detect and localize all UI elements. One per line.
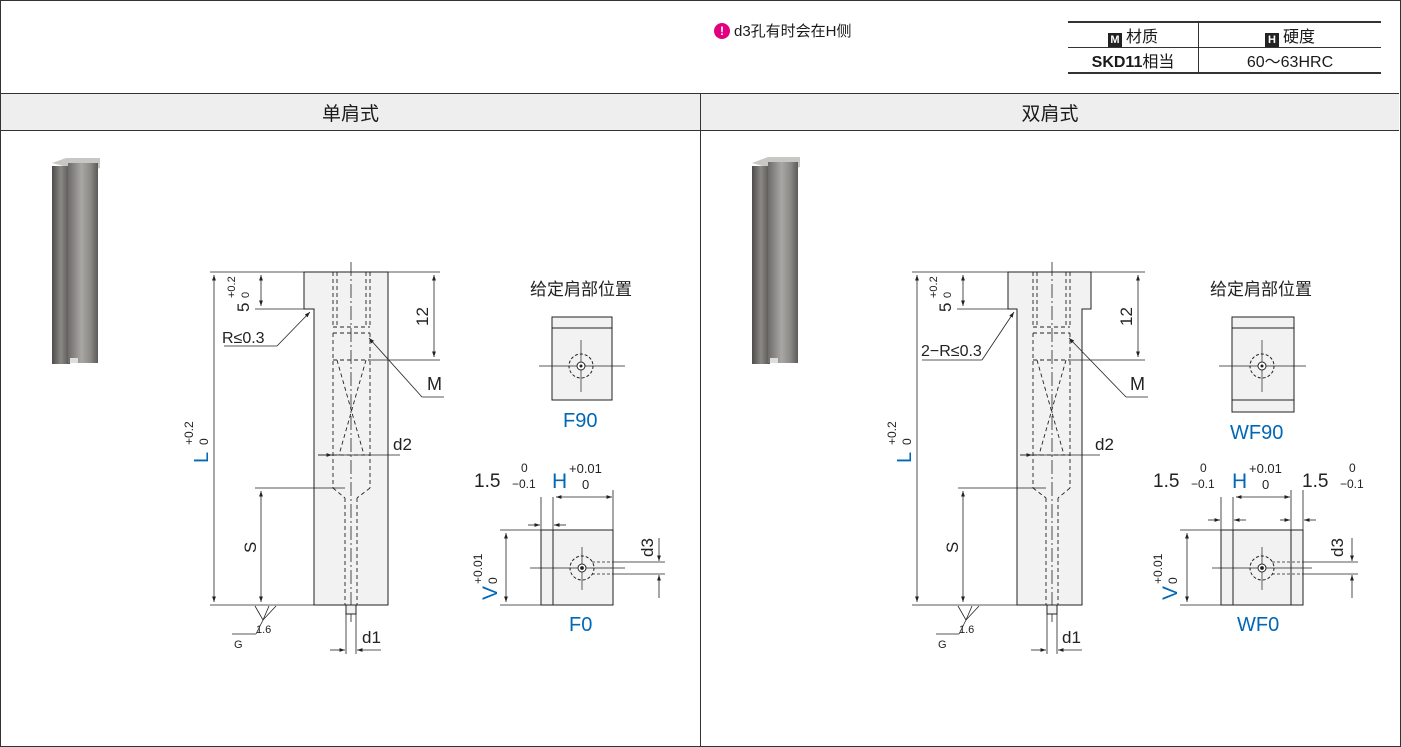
svg-text:0: 0: [486, 577, 500, 584]
svg-text:+0.2: +0.2: [182, 421, 196, 445]
code-wf90: WF90: [1230, 422, 1283, 444]
product-photo-double: [752, 157, 800, 364]
svg-text:给定肩部位置: 给定肩部位置: [1210, 280, 1312, 299]
svg-text:给定肩部位置: 给定肩部位置: [530, 280, 632, 299]
svg-text:12: 12: [1117, 307, 1136, 326]
svg-text:1.5: 1.5: [1153, 471, 1179, 492]
svg-text:5: 5: [936, 303, 955, 312]
svg-text:d2: d2: [393, 435, 412, 454]
svg-text:H: H: [552, 470, 567, 493]
svg-text:1.5: 1.5: [474, 471, 500, 492]
section-title-double: 双肩式: [701, 93, 1399, 131]
svg-text:5: 5: [234, 303, 253, 312]
svg-text:S: S: [943, 542, 962, 553]
r-label-single: R≤0.3: [222, 330, 265, 347]
svg-text:+0.2: +0.2: [928, 276, 940, 298]
labels-wf0: 1.5 0 −0.1 H +0.01 0 1.5 0 −0.1 V +0.01 …: [1151, 461, 1364, 636]
svg-text:+0.01: +0.01: [1249, 461, 1282, 476]
labels-f0: 1.5 0 −0.1 H +0.01 0 V +0.01 0 d3 F0: [471, 461, 657, 636]
dimensions-single: [210, 271, 444, 654]
svg-text:0: 0: [521, 461, 528, 475]
svg-text:d3: d3: [638, 538, 657, 557]
svg-text:L: L: [894, 452, 916, 463]
svg-text:S: S: [241, 542, 260, 553]
r-label-double: 2−R≤0.3: [921, 343, 982, 360]
svg-text:1.6: 1.6: [959, 624, 974, 636]
svg-text:0: 0: [1166, 577, 1180, 584]
svg-text:12: 12: [413, 307, 432, 326]
svg-text:M: M: [427, 374, 442, 394]
svg-text:G: G: [234, 639, 243, 651]
hardness-value: 60～63HRC: [1198, 47, 1381, 74]
svg-text:1.5: 1.5: [1302, 471, 1328, 492]
section-divider: [700, 93, 701, 747]
svg-text:d1: d1: [362, 628, 381, 647]
svg-text:M: M: [1130, 374, 1145, 394]
svg-text:+0.2: +0.2: [885, 421, 899, 445]
svg-text:0: 0: [240, 292, 252, 298]
svg-text:0: 0: [1200, 461, 1207, 475]
svg-text:+0.01: +0.01: [569, 461, 602, 476]
svg-text:0: 0: [1262, 477, 1269, 492]
svg-text:V: V: [1159, 586, 1182, 600]
exclamation-icon: !: [714, 22, 730, 39]
svg-text:+0.01: +0.01: [471, 553, 485, 584]
shoulder-view-wf0: [1180, 490, 1358, 606]
svg-text:G: G: [938, 639, 947, 651]
material-value: SKD11相当: [1068, 47, 1199, 74]
code-wf0: WF0: [1237, 614, 1279, 636]
dimensions-double: [912, 271, 1148, 654]
dimension-labels-single: 5 +0.2 0 R≤0.3 12 M L +0.2 0 d2 S d1 G 1…: [182, 276, 442, 651]
svg-text:V: V: [479, 586, 502, 600]
dimension-labels-double: 5 +0.2 0 2−R≤0.3 12 M L +0.2 0 d2 S d1 G…: [885, 276, 1145, 651]
product-photo-single: [52, 158, 100, 364]
svg-text:d3: d3: [1328, 538, 1347, 557]
punch-drawing-single: [303, 262, 389, 622]
shoulder-view-f90: 给定肩部位置 F90: [530, 280, 632, 432]
svg-text:+0.01: +0.01: [1151, 553, 1165, 584]
note: ! d3孔有时会在H侧: [714, 20, 852, 41]
svg-text:0: 0: [900, 438, 914, 445]
shoulder-view-wf90: 给定肩部位置 WF90: [1210, 280, 1312, 444]
svg-text:−0.1: −0.1: [512, 477, 536, 491]
svg-text:0: 0: [942, 292, 954, 298]
svg-text:L: L: [191, 452, 213, 463]
code-f0: F0: [569, 614, 592, 636]
svg-text:−0.1: −0.1: [1191, 477, 1215, 491]
svg-text:d1: d1: [1062, 628, 1081, 647]
svg-text:d2: d2: [1095, 435, 1114, 454]
shoulder-view-f0: [500, 490, 665, 606]
code-f90: F90: [563, 410, 597, 432]
svg-text:1.6: 1.6: [256, 624, 271, 636]
svg-text:+0.2: +0.2: [226, 276, 238, 298]
svg-text:0: 0: [197, 438, 211, 445]
svg-text:0: 0: [582, 477, 589, 492]
svg-text:H: H: [1232, 470, 1247, 493]
svg-text:−0.1: −0.1: [1340, 477, 1364, 491]
svg-text:0: 0: [1349, 461, 1356, 475]
note-text: d3孔有时会在H侧: [734, 23, 852, 40]
material-badge-icon: M: [1107, 33, 1122, 47]
hardness-badge-icon: H: [1264, 33, 1279, 47]
section-title-single: 单肩式: [1, 93, 700, 131]
punch-drawing-double: [1007, 262, 1092, 622]
